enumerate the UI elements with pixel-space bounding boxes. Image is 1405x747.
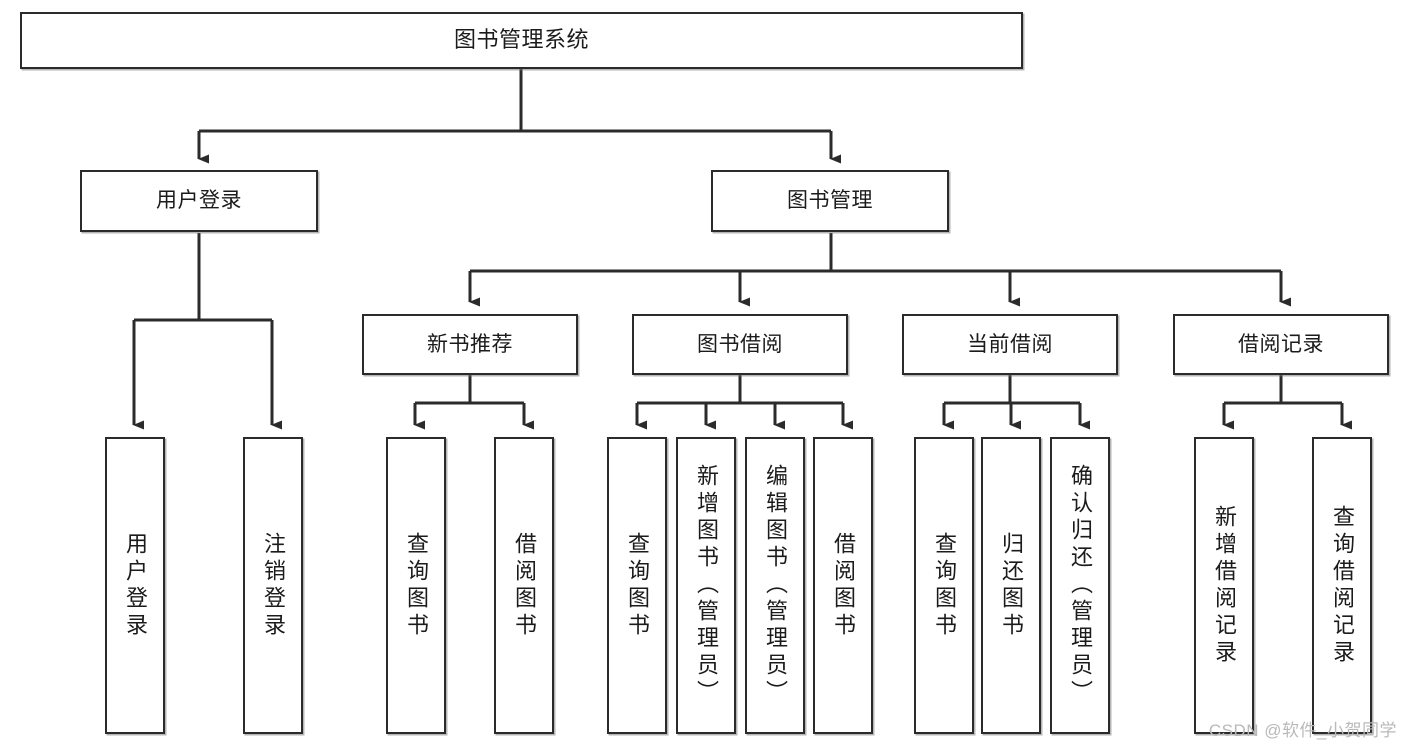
leaf-book-borrow-edit-label: 编辑图书（管理员） bbox=[763, 464, 788, 707]
node-book-management-label: 图书管理 bbox=[787, 189, 873, 213]
leaf-current-borrow-return[interactable]: 归还图书 bbox=[981, 437, 1041, 734]
leaf-new-book-query[interactable]: 查询图书 bbox=[386, 437, 446, 734]
leaf-new-book-borrow-label: 借阅图书 bbox=[512, 531, 537, 640]
node-new-book-recommend-label: 新书推荐 bbox=[427, 332, 513, 356]
leaf-current-borrow-query[interactable]: 查询图书 bbox=[914, 437, 974, 734]
node-borrow-record[interactable]: 借阅记录 bbox=[1173, 314, 1389, 375]
node-user-login-label: 用户登录 bbox=[156, 189, 242, 213]
leaf-borrow-record-query-label: 查询借阅记录 bbox=[1330, 504, 1355, 667]
leaf-current-borrow-query-label: 查询图书 bbox=[932, 531, 957, 640]
leaf-user-login-logout[interactable]: 注销登录 bbox=[243, 437, 303, 734]
node-root-system-label: 图书管理系统 bbox=[453, 27, 589, 53]
node-book-borrow-label: 图书借阅 bbox=[697, 332, 783, 356]
leaf-new-book-query-label: 查询图书 bbox=[404, 531, 429, 640]
leaf-user-login-login-label: 用户登录 bbox=[123, 531, 148, 640]
leaf-book-borrow-add-label: 新增图书（管理员） bbox=[694, 464, 719, 707]
leaf-book-borrow-borrow-label: 借阅图书 bbox=[831, 531, 856, 640]
leaf-book-borrow-edit[interactable]: 编辑图书（管理员） bbox=[745, 437, 805, 734]
leaf-borrow-record-add[interactable]: 新增借阅记录 bbox=[1194, 437, 1254, 734]
node-current-borrow-label: 当前借阅 bbox=[967, 332, 1053, 356]
node-current-borrow[interactable]: 当前借阅 bbox=[902, 314, 1118, 375]
leaf-book-borrow-query[interactable]: 查询图书 bbox=[607, 437, 667, 734]
leaf-new-book-borrow[interactable]: 借阅图书 bbox=[494, 437, 554, 734]
node-book-borrow[interactable]: 图书借阅 bbox=[632, 314, 848, 375]
leaf-current-borrow-return-label: 归还图书 bbox=[999, 531, 1024, 640]
leaf-borrow-record-add-label: 新增借阅记录 bbox=[1212, 504, 1237, 667]
leaf-current-borrow-confirm-label: 确认归还（管理员） bbox=[1068, 464, 1093, 707]
leaf-book-borrow-add[interactable]: 新增图书（管理员） bbox=[676, 437, 736, 734]
node-borrow-record-label: 借阅记录 bbox=[1238, 332, 1324, 356]
leaf-current-borrow-confirm[interactable]: 确认归还（管理员） bbox=[1050, 437, 1110, 734]
leaf-book-borrow-query-label: 查询图书 bbox=[625, 531, 650, 640]
node-book-management[interactable]: 图书管理 bbox=[711, 170, 949, 232]
node-user-login[interactable]: 用户登录 bbox=[80, 170, 318, 232]
node-new-book-recommend[interactable]: 新书推荐 bbox=[362, 314, 578, 375]
csdn-watermark: CSDN @软件_小贺同学 bbox=[1208, 721, 1397, 740]
leaf-user-login-login[interactable]: 用户登录 bbox=[105, 437, 165, 734]
leaf-book-borrow-borrow[interactable]: 借阅图书 bbox=[813, 437, 873, 734]
leaf-borrow-record-query[interactable]: 查询借阅记录 bbox=[1312, 437, 1372, 734]
leaf-user-login-logout-label: 注销登录 bbox=[261, 531, 286, 640]
node-root-system[interactable]: 图书管理系统 bbox=[20, 12, 1023, 69]
